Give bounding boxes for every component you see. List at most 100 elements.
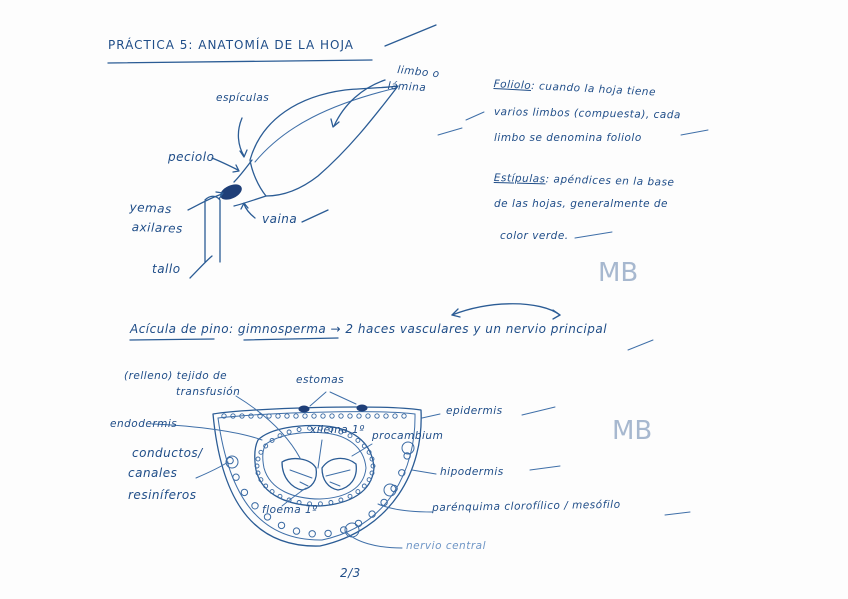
arrowhead-yemas <box>215 191 224 200</box>
vaina-stroke <box>301 209 329 223</box>
leaf-sheath <box>233 195 267 207</box>
endodermis-cell <box>263 483 269 489</box>
section-heading: Acícula de pino: gimnosperma → 2 haces v… <box>130 322 607 336</box>
needle-cross-section <box>151 391 691 549</box>
epidermal-cell <box>365 413 371 419</box>
arrow-limbo <box>333 79 386 127</box>
line-conductos <box>195 461 229 479</box>
mesophyll-cell <box>340 526 348 534</box>
heading-subtitle: : gimnosperma → 2 haces vasculares y un … <box>229 322 608 336</box>
resin-canal-4 <box>383 483 397 497</box>
endodermis-cell <box>347 433 353 439</box>
arrowhead-limbo <box>330 118 340 128</box>
resin-canal-2 <box>401 441 415 455</box>
endodermis <box>254 424 375 507</box>
label-epidermis: epidermis <box>446 405 503 417</box>
endodermis-cell <box>258 477 264 483</box>
label-xilema: xilema 1º <box>310 424 365 436</box>
page-number: 2/3 <box>340 566 361 580</box>
arrowhead-vaina <box>240 202 249 210</box>
mesophyll-cell <box>368 510 376 518</box>
epidermal-cell <box>329 413 335 419</box>
arrow-peciolo <box>211 157 239 171</box>
endodermis-cell <box>269 437 275 443</box>
transfusion-tissue <box>262 431 367 500</box>
note-stroke-3 <box>574 231 613 239</box>
line-estomas <box>309 391 357 407</box>
endodermis-cell <box>355 489 361 495</box>
endodermis-cell <box>277 493 283 499</box>
leaf-petiole <box>233 159 253 183</box>
label-nervio-central: nervio central <box>406 540 486 552</box>
axillary-bud <box>220 184 242 200</box>
vascular-bundle-right <box>321 457 357 491</box>
epidermal-cell <box>293 413 299 419</box>
endodermis-cell <box>255 456 261 462</box>
note-estipulas-line2: de las hojas, generalmente de <box>494 198 668 210</box>
endodermis-cell <box>338 429 344 435</box>
label-conductos: conductos/ <box>132 446 203 460</box>
epidermal-cell <box>302 413 308 419</box>
heading-stroke <box>627 339 654 351</box>
mesophyll-cell <box>324 529 332 538</box>
stem <box>204 195 221 263</box>
endodermis-cell <box>263 443 269 449</box>
leaf-midrib <box>254 87 397 163</box>
label-axilares: axilares <box>131 220 184 236</box>
mesophyll-cells <box>221 413 411 538</box>
mesophyll-cell <box>398 469 406 477</box>
title-stroke <box>384 24 437 47</box>
mesophyll-cell <box>240 488 249 497</box>
arrow-espiculas <box>237 117 245 157</box>
endodermis-cell <box>366 477 372 483</box>
label-endodermis: endodermis <box>110 418 178 430</box>
term-estipulas: Estípulas <box>493 172 546 186</box>
line-nervio <box>345 531 403 549</box>
mesophyll-cell <box>390 484 398 493</box>
epidermal-cell <box>275 413 281 419</box>
double-arrow-heads <box>451 308 561 320</box>
mesophyll-cell <box>292 527 301 535</box>
label-strokes <box>521 406 691 516</box>
endodermis-cell <box>286 429 292 435</box>
epidermal-cell <box>284 413 290 419</box>
endodermis-cell <box>328 500 334 505</box>
epidermal-cell <box>374 413 380 419</box>
endodermis-cell <box>307 501 313 507</box>
initials-mark-2: MB <box>612 416 653 446</box>
epidermal-cell <box>248 413 254 419</box>
label-peciolo: peciolo <box>168 150 215 164</box>
heading-underline <box>129 338 215 341</box>
epidermal-cell <box>230 413 236 419</box>
endodermis-cell <box>254 463 260 469</box>
label-resiniferos: resiníferos <box>128 488 197 502</box>
endodermis-cell <box>369 456 375 462</box>
line-hipodermis <box>411 469 437 475</box>
epidermal-cell <box>383 413 389 419</box>
epidermis-outline <box>212 406 422 547</box>
endodermis-cell <box>355 437 361 443</box>
endodermis-cell <box>317 501 323 507</box>
label-estomas: estomas <box>296 374 345 386</box>
endodermis-cell <box>369 470 375 476</box>
initials-mark-1: MB <box>598 258 639 288</box>
epidermal-cell <box>221 413 227 419</box>
label-limbo-lamina: lámina <box>387 80 427 95</box>
label-vaina: vaina <box>262 212 298 226</box>
mesophyll-cell <box>277 521 286 530</box>
endodermis-cell <box>361 483 367 489</box>
arrow-yemas <box>187 193 223 211</box>
resin-canal-1 <box>225 455 239 469</box>
title-underline <box>107 59 373 64</box>
endodermis-cell <box>366 449 372 455</box>
mesophyll-cell <box>226 456 234 465</box>
note-foliolo-line3: limbo se denomina foliolo <box>494 132 642 144</box>
arrowhead-peciolo <box>232 164 240 173</box>
endodermis-cell <box>255 470 261 476</box>
endodermis-cell <box>361 443 367 449</box>
epidermal-cell <box>311 413 317 419</box>
endodermis-cell <box>317 425 323 431</box>
epidermal-cell <box>266 413 272 419</box>
mesophyll-cell <box>263 513 272 521</box>
